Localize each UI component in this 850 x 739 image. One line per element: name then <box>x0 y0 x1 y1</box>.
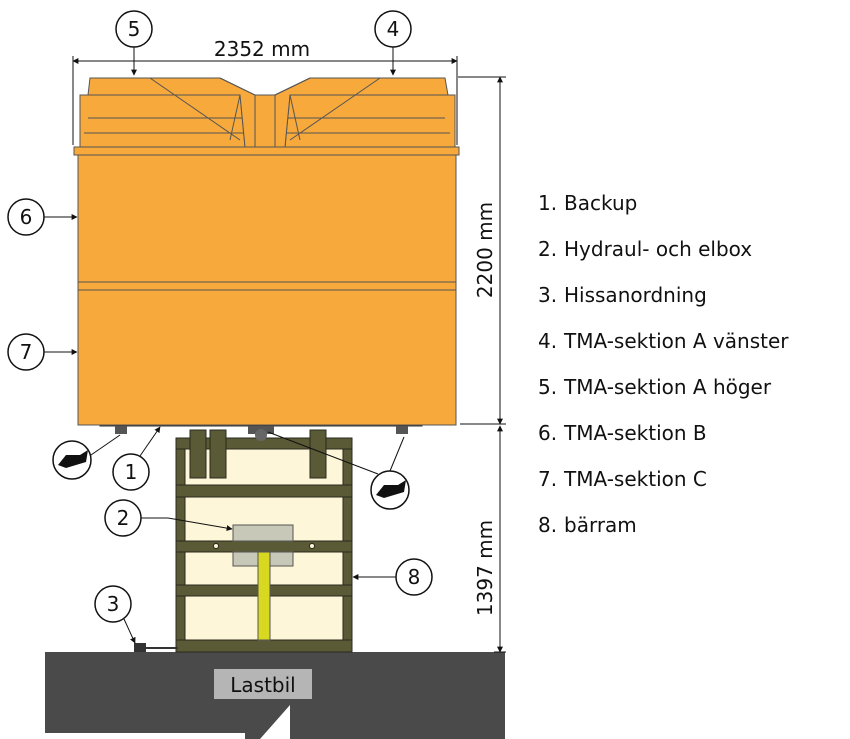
callout-2: 2 <box>104 499 233 537</box>
truck-label: Lastbil <box>230 673 295 697</box>
backup-hooks <box>115 426 408 441</box>
legend-item: 1.Backup <box>538 191 638 215</box>
svg-text:2: 2 <box>117 506 130 530</box>
legend-item: 5.TMA-sektion A höger <box>538 375 772 399</box>
svg-text:5: 5 <box>128 17 141 41</box>
legend-item: 3.Hissanordning <box>538 283 707 307</box>
legend-item: 4.TMA-sektion A vänster <box>538 329 789 353</box>
svg-text:4: 4 <box>387 17 400 41</box>
section-c <box>77 281 457 291</box>
callout-8: 8 <box>352 558 433 596</box>
callout-7: 7 <box>7 333 78 371</box>
height-dimension <box>458 76 506 425</box>
svg-text:7: 7 <box>20 340 33 364</box>
legend-item: 8.bärram <box>538 513 637 537</box>
height-label: 2200 mm <box>473 202 497 298</box>
frame-height-dimension <box>494 425 506 653</box>
section-a <box>79 77 456 148</box>
callout-4: 4 <box>374 10 412 76</box>
svg-text:1: 1 <box>125 460 138 484</box>
section-c <box>77 289 457 426</box>
truck: Lastbil <box>45 652 505 739</box>
svg-text:8: 8 <box>408 565 421 589</box>
truck-label-box <box>214 669 312 699</box>
frame-height-label: 1397 mm <box>473 520 497 616</box>
callout-1: 1 <box>112 426 161 491</box>
legend-item: 6.TMA-sektion B <box>538 421 707 445</box>
callout-3: 3 <box>94 585 136 644</box>
section-b <box>77 154 457 286</box>
callout-6: 6 <box>7 198 78 236</box>
section-b-rim <box>73 146 460 156</box>
width-label: 2352 mm <box>214 37 310 61</box>
svg-text:6: 6 <box>20 205 33 229</box>
oil-can-icon <box>267 431 410 510</box>
oil-can-icon <box>52 434 121 480</box>
legend-list: 1.Backup 2.Hydraul- och elbox 3.Hissanor… <box>538 180 789 548</box>
svg-text:3: 3 <box>107 592 120 616</box>
legend-item: 2.Hydraul- och elbox <box>538 237 753 261</box>
lift-connector <box>134 643 178 652</box>
legend-item: 7.TMA-sektion C <box>538 467 707 491</box>
callout-5: 5 <box>115 10 153 76</box>
hydraulic-box <box>232 524 294 641</box>
